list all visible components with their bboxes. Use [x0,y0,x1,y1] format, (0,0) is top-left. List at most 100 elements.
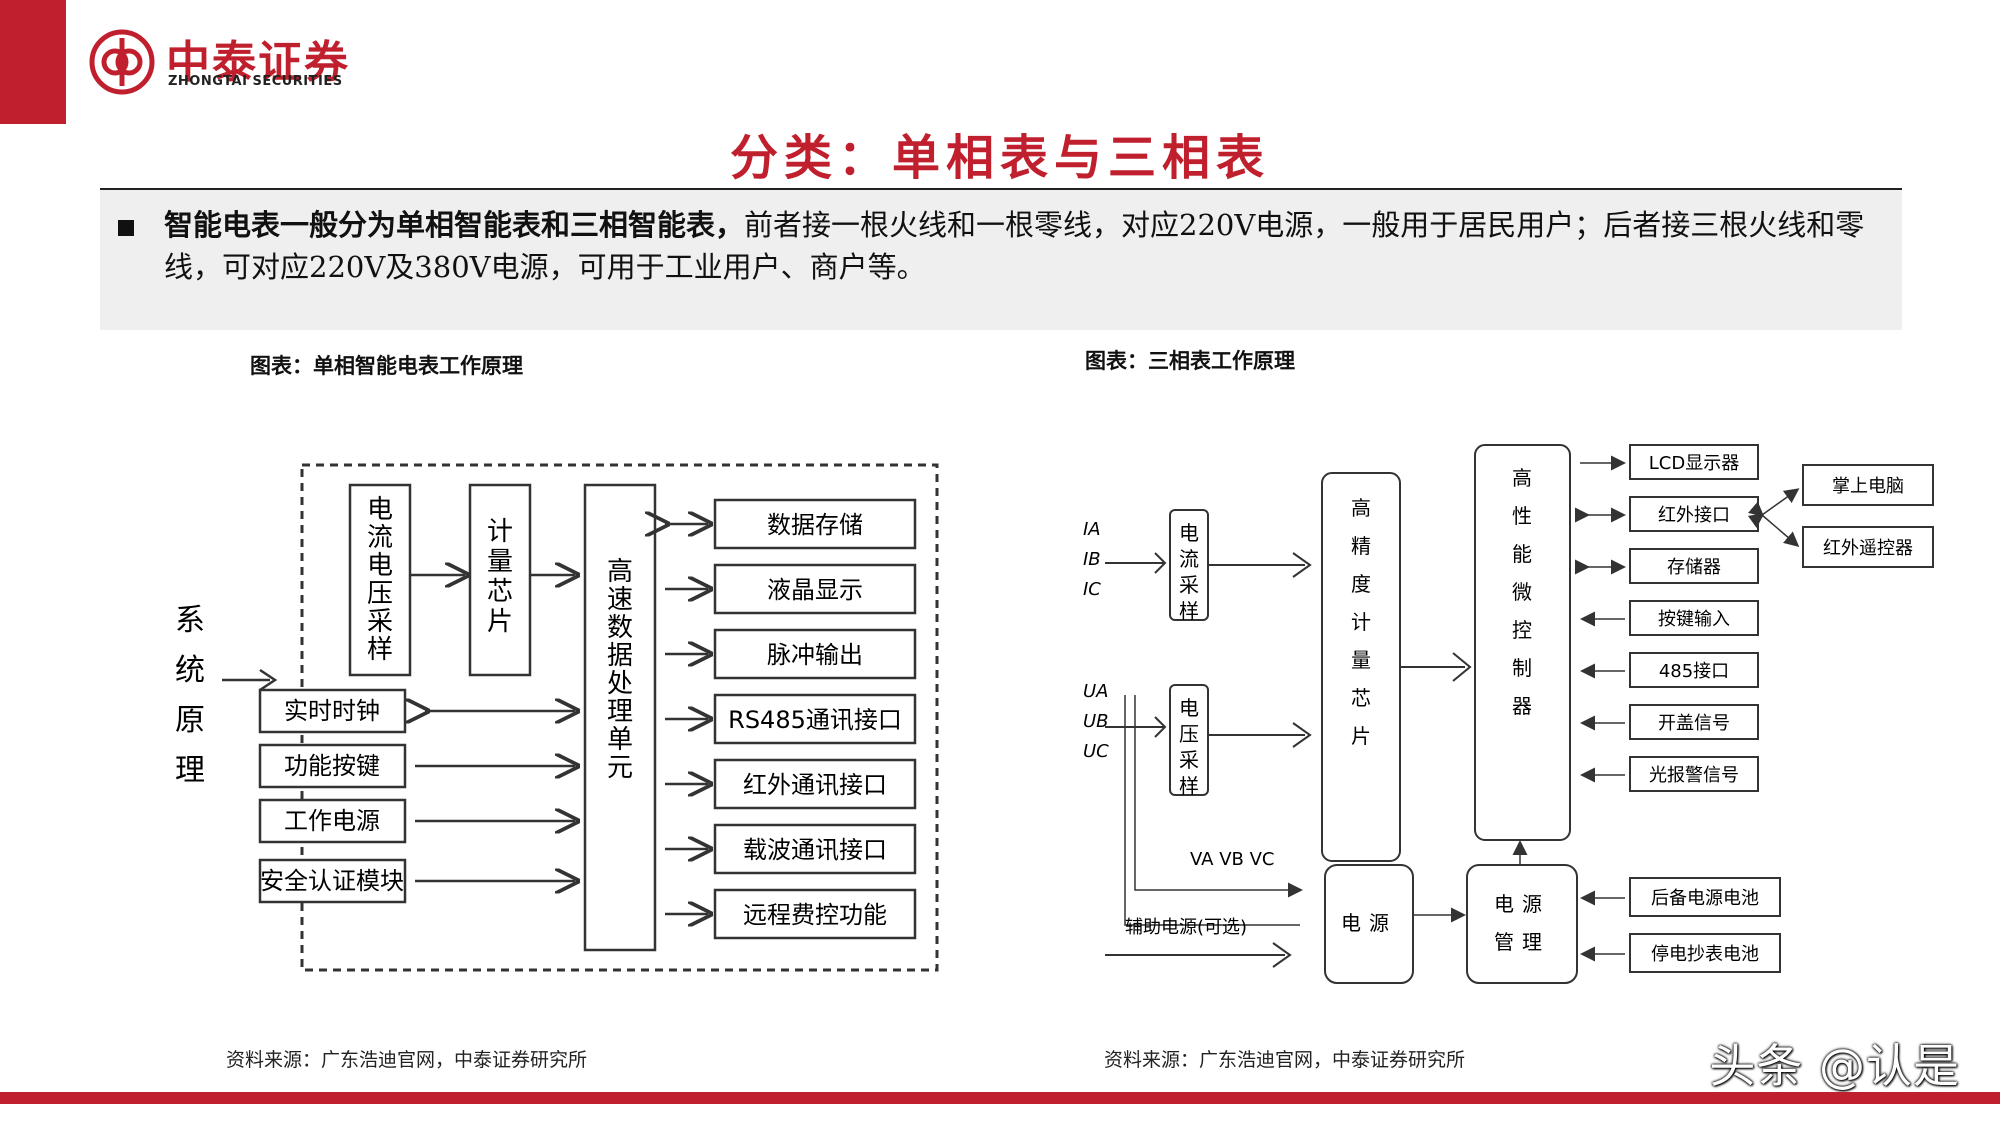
mcu-char: 微 [1512,580,1532,604]
mcu-char: 性 [1512,504,1532,528]
current-input-label: IA [1083,519,1101,540]
intro-box: 智能电表一般分为单相智能表和三相智能表，前者接一根火线和一根零线，对应220V电… [100,190,1902,330]
figure1-caption: 图表：单相智能电表工作原理 [250,353,523,378]
system-label-char: 理 [175,753,205,788]
metering-chip-label-char: 芯 [487,577,513,607]
intro-text: 智能电表一般分为单相智能表和三相智能表，前者接一根火线和一根零线，对应220V电… [164,204,1874,288]
processor-label-char: 数 [607,613,633,643]
right-module-label: 红外通讯接口 [743,771,887,799]
peripheral-label: 开盖信号 [1658,713,1730,734]
right-module-label: 载波通讯接口 [743,836,887,864]
processor-label-char: 理 [607,697,633,727]
right-module-box [713,823,917,875]
aux-power-label: 辅助电源(可选) [1125,917,1247,938]
left-module-label: 工作电源 [284,807,380,835]
vabc-line [1134,695,1303,898]
battery-box [1629,877,1781,917]
metering-chip-char: 芯 [1351,686,1371,710]
metering-chip-char: 量 [1351,648,1371,672]
peripheral-label: 485接口 [1659,661,1729,682]
metering-chip-label-char: 计 [487,517,513,547]
title-divider [100,188,1902,190]
current-sampling-char: 电 [1179,521,1199,545]
figure2-source: 资料来源：广东浩迪官网，中泰证券研究所 [1104,1049,1466,1071]
left-module-label: 实时时钟 [284,697,380,725]
voltage-sampling-char: 样 [1179,774,1199,798]
peripheral-box [1629,704,1759,740]
system-label-char: 系 [175,603,205,638]
current-sampling-char: 采 [1179,573,1199,597]
current-input-label: IC [1083,579,1101,600]
power-mgmt-char: 管理 [1494,930,1550,954]
system-boundary [300,463,939,972]
aux-power-arrow [1105,942,1292,968]
intro-bold: 智能电表一般分为单相智能表和三相智能表， [164,208,745,242]
right-module-label: 液晶显示 [767,576,863,604]
peripheral-box [1629,444,1759,480]
power-label: 电源 [1341,911,1397,935]
arrow [1208,722,1312,748]
metering-chip-label-char: 片 [487,607,513,637]
current-sampling-char: 样 [1179,599,1199,623]
voltage-sampling-char: 采 [1179,748,1199,772]
left-module-box [258,743,407,789]
left-module-label: 安全认证模块 [260,867,404,895]
intro-rest: 前者接一根火线和一根零线，对应220V电源，一般用于居民用户；后者接三根火线和零… [164,208,1865,284]
system-label-char: 统 [175,653,205,688]
left-module-box [258,798,407,844]
voltage-input-label: UA [1083,681,1109,702]
watermark: 头条 @认是 [1709,1039,1960,1093]
system-label: 系 统 原 理 [175,603,205,788]
peripheral-box [1629,600,1759,636]
sampling-label-char: 电 [367,495,393,525]
arrow [1105,552,1167,574]
brand-name-cn: 中泰证券 [166,37,350,88]
right-module-box [713,693,917,745]
figure2-caption: 图表：三相表工作原理 [1085,348,1295,373]
peripheral-box [1629,652,1759,688]
power-mgmt-box [1466,864,1578,984]
system-input-arrow [222,668,278,692]
voltage-input-label: UB [1083,711,1109,732]
peripheral-box [1629,548,1759,584]
mcu-char: 控 [1512,618,1532,642]
processor-label-char: 据 [607,641,633,671]
peripheral-label: 红外接口 [1658,505,1730,526]
page-title: 分类：单相表与三相表 [729,130,1270,186]
left-module-label: 功能按键 [284,752,380,780]
ir-device-label: 掌上电脑 [1832,476,1904,497]
mcu-char: 高 [1512,466,1532,490]
processor-label-char: 元 [607,753,633,783]
ir-device-box [1802,464,1934,506]
bullet-square-icon [118,220,134,236]
sampling-label-char: 压 [367,579,393,609]
current-sampling-char: 流 [1179,547,1199,571]
mcu-char: 制 [1512,656,1532,680]
voltage-input-label: UC [1083,741,1109,762]
processor-label-char: 单 [607,725,633,755]
right-module-label: 远程费控功能 [743,901,887,929]
right-module-box [713,888,917,940]
processor-label-char: 高 [607,557,633,587]
vabc-line [1124,695,1300,926]
metering-chip-char: 片 [1351,724,1371,748]
mcu-char: 能 [1512,542,1532,566]
peripheral-label: 存储器 [1667,557,1721,578]
right-module-label: 数据存储 [767,511,863,539]
sampling-label-char: 流 [367,523,393,553]
